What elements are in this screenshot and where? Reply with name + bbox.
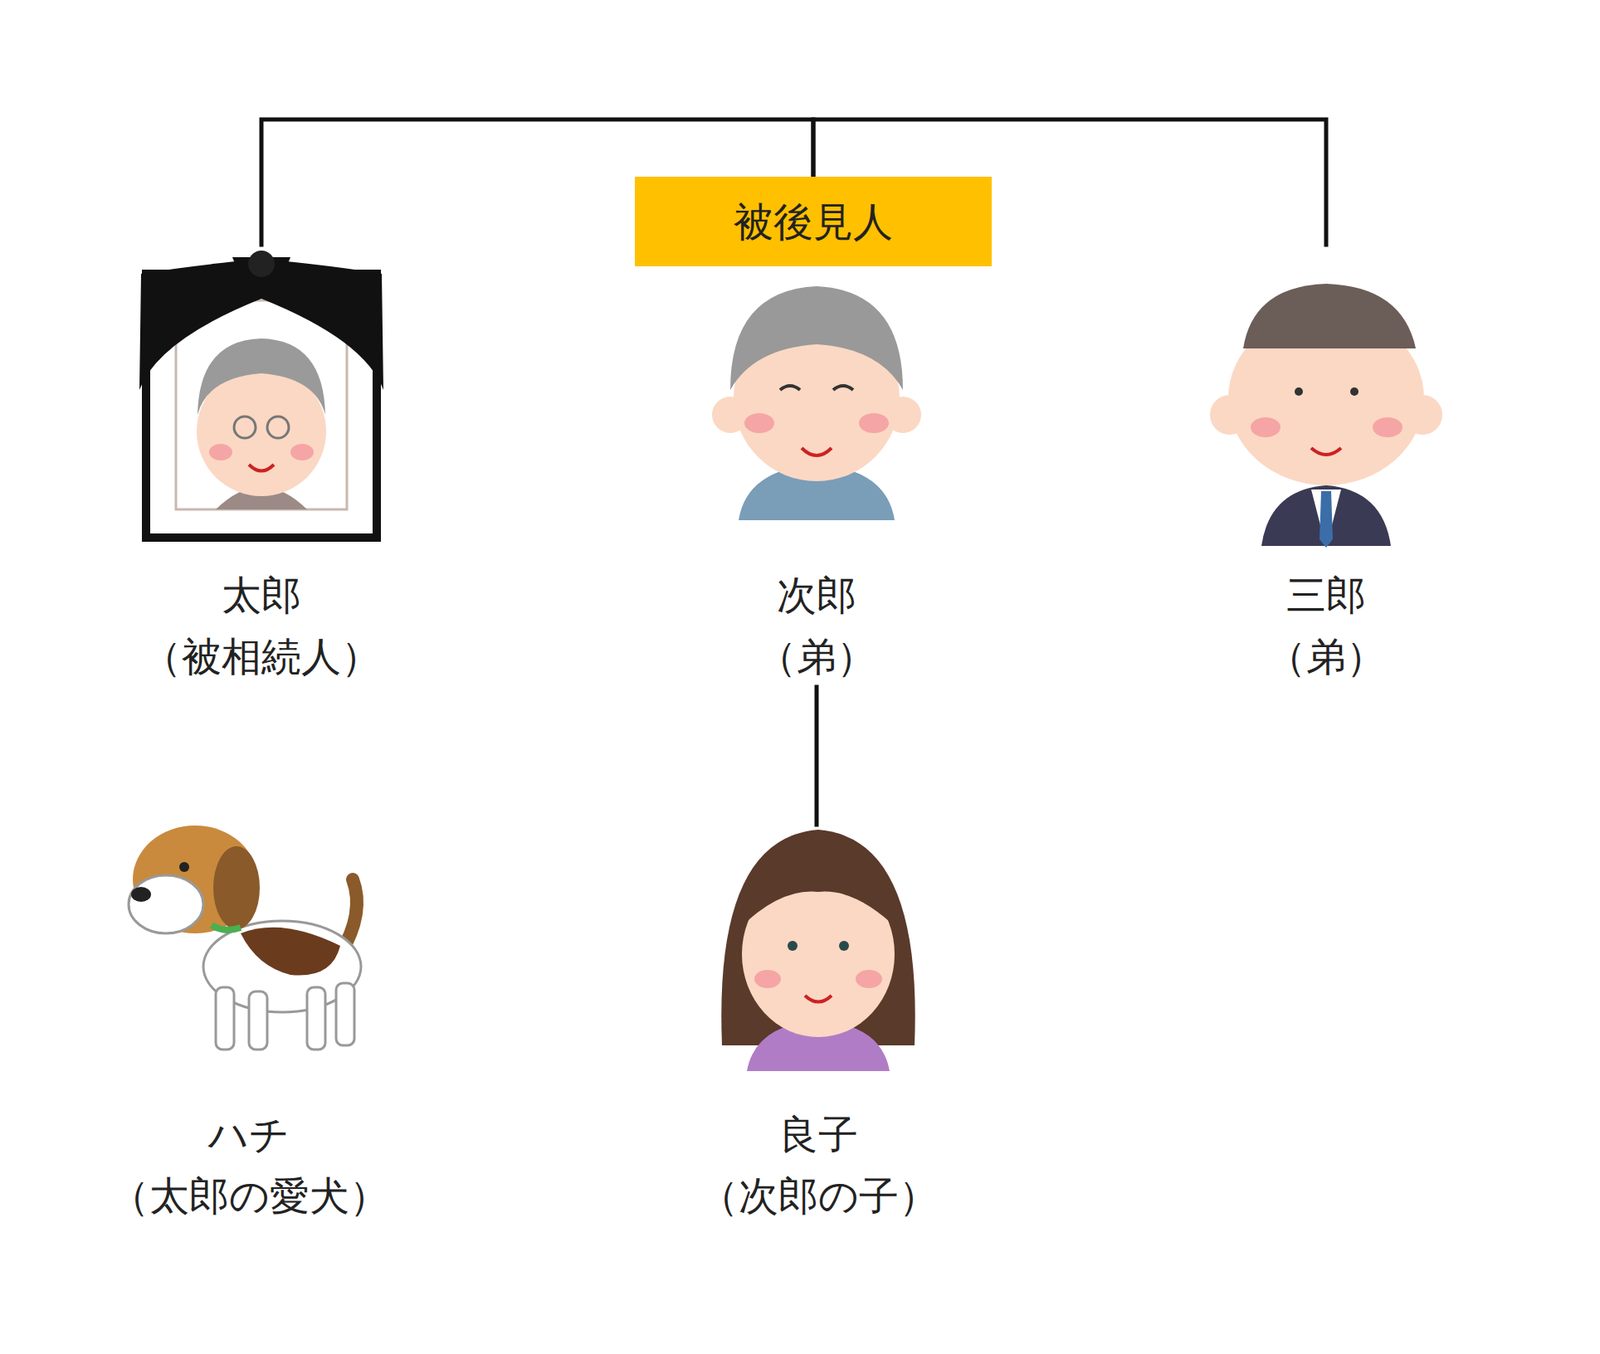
pet-node: ハチ（太郎の愛犬） <box>82 813 415 1227</box>
person-node: 次郎（弟） <box>675 285 958 688</box>
dog-figure <box>128 825 361 1050</box>
status-band: 被後見人 <box>634 176 992 267</box>
jiro-figure <box>712 286 922 521</box>
node-sublabel: （弟） <box>675 625 958 688</box>
node-label: 良子 <box>660 1103 976 1166</box>
node-label: ハチ <box>82 1103 415 1166</box>
node-sublabel: （次郎の子） <box>660 1165 976 1227</box>
node-label: 被後見人 <box>733 196 893 247</box>
person-node: 三郎（弟） <box>1160 244 1493 688</box>
family-line <box>814 687 820 825</box>
saburo-figure <box>1209 283 1443 548</box>
node-sublabel: （弟） <box>1160 625 1493 688</box>
node-label: 太郎 <box>95 564 428 626</box>
node-label: 三郎 <box>1160 564 1493 626</box>
person-node: 良子（次郎の子） <box>660 824 976 1227</box>
node-sublabel: （被相続人） <box>95 625 428 688</box>
person-node: 太郎（被相続人） <box>95 244 428 688</box>
memorial-portrait <box>139 250 384 538</box>
yoshiko-figure <box>721 829 915 1072</box>
node-sublabel: （太郎の愛犬） <box>82 1165 415 1227</box>
node-label: 次郎 <box>675 564 958 626</box>
